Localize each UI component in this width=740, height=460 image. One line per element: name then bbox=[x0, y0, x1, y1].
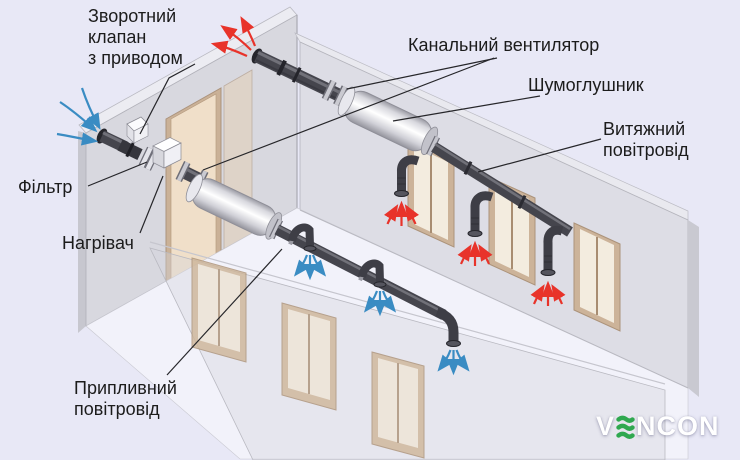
label-line: Канальний вентилятор bbox=[408, 35, 600, 55]
vencon-logo: V NCON bbox=[596, 411, 720, 442]
supply-end-elbow bbox=[435, 307, 459, 341]
exhaust-out-arrow bbox=[220, 25, 252, 51]
label-silencer: Шумоглушник bbox=[528, 75, 644, 96]
extract-arrow-cluster bbox=[457, 240, 493, 266]
front-wall bbox=[149, 241, 666, 460]
duct-coupling bbox=[517, 195, 527, 209]
leader-exhaust-duct bbox=[477, 138, 602, 173]
label-line: Припливний bbox=[74, 378, 177, 398]
duct-clamp bbox=[291, 67, 302, 83]
window bbox=[281, 302, 337, 411]
exhaust-out-arrow bbox=[210, 40, 248, 58]
label-line: повітровід bbox=[603, 140, 689, 160]
label-line: клапан bbox=[88, 27, 147, 47]
leader-duct-fan-supply bbox=[202, 57, 495, 171]
label-line: Шумоглушник bbox=[528, 75, 644, 95]
room bbox=[78, 6, 699, 460]
duct-coupling bbox=[463, 161, 473, 175]
label-line: повітровід bbox=[74, 399, 160, 419]
supply-arrow-cluster bbox=[363, 290, 397, 317]
label-line: з приводом bbox=[88, 48, 183, 68]
supply-diffuser bbox=[303, 245, 461, 347]
leader-heater bbox=[139, 175, 164, 234]
label-line: Зворотний bbox=[88, 6, 177, 26]
extract-arrow-cluster bbox=[530, 280, 566, 306]
supply-duct-assembly bbox=[96, 116, 461, 347]
supply-air-arrows bbox=[56, 87, 470, 376]
intake-arrow bbox=[56, 132, 99, 146]
exhaust-duct-assembly bbox=[251, 48, 573, 276]
right-wall-end-edge bbox=[688, 220, 699, 397]
backdraft-damper bbox=[117, 116, 149, 161]
exhaust-out-arrow bbox=[240, 16, 257, 47]
leader-duct-fan-exhaust bbox=[346, 57, 498, 90]
extract-grille bbox=[394, 190, 556, 276]
extract-arrow-cluster bbox=[384, 200, 419, 226]
logo-text-v: V bbox=[596, 411, 616, 441]
exhaust-duct-fan bbox=[321, 79, 349, 107]
window bbox=[191, 257, 247, 363]
leader-supply-duct bbox=[166, 248, 283, 376]
label-line: Фільтр bbox=[18, 177, 73, 197]
supply-branch bbox=[288, 223, 384, 283]
exhaust-air-arrows bbox=[210, 16, 566, 306]
logo-wave-e-icon bbox=[616, 415, 635, 439]
left-wall-edge bbox=[78, 131, 86, 333]
intake-arrow bbox=[59, 101, 98, 133]
leader-lines bbox=[87, 57, 602, 376]
exhaust-silencer bbox=[337, 86, 439, 155]
logo-text-ncon: NCON bbox=[636, 411, 720, 441]
exhaust-drop bbox=[396, 155, 564, 270]
leader-backdraft-damper bbox=[139, 63, 196, 135]
label-line: Нагрівач bbox=[62, 233, 134, 253]
label-supply-duct: Припливний повітровід bbox=[74, 378, 177, 420]
label-exhaust-duct: Витяжний повітровід bbox=[603, 119, 689, 161]
window bbox=[573, 222, 621, 332]
window bbox=[407, 139, 455, 248]
leader-silencer bbox=[392, 95, 541, 122]
label-heater: Нагрівач bbox=[62, 233, 134, 254]
label-duct-fan: Канальний вентилятор bbox=[408, 35, 599, 56]
duct-clamp bbox=[276, 59, 287, 76]
leader-filter bbox=[87, 161, 148, 187]
label-filter: Фільтр bbox=[18, 177, 72, 198]
label-line: Витяжний bbox=[603, 119, 686, 139]
floor-wall-junction bbox=[299, 209, 689, 389]
window bbox=[371, 351, 425, 459]
supply-arrow-cluster bbox=[437, 349, 470, 376]
supply-arrow-cluster bbox=[293, 254, 327, 281]
label-backdraft-damper: Зворотний клапан з приводом bbox=[88, 6, 183, 69]
drop-corrugation bbox=[397, 177, 552, 263]
heater-unit bbox=[152, 137, 182, 169]
